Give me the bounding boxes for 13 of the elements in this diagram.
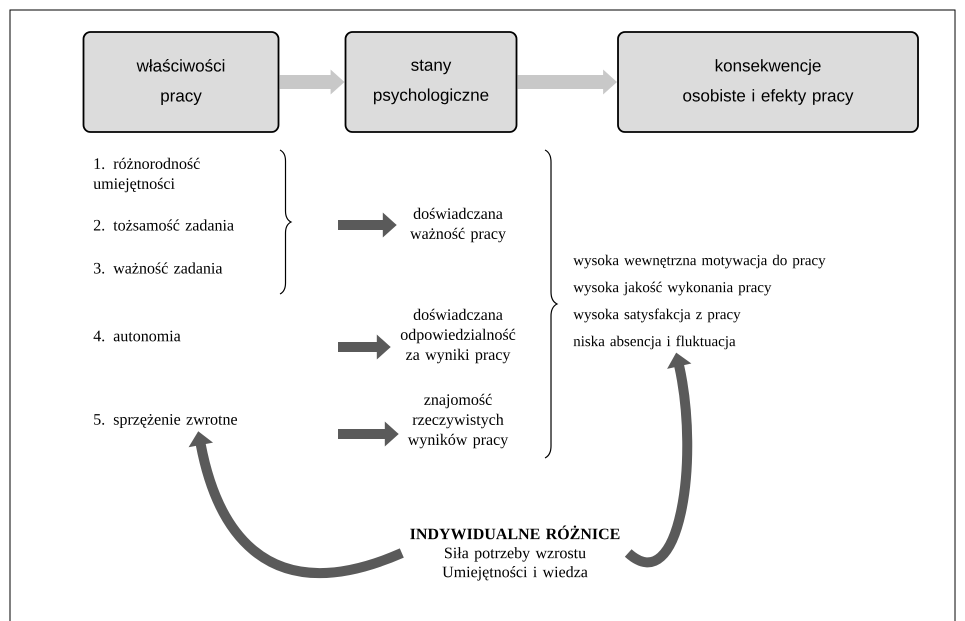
list-item: 1. różnorodność umiejętności	[93, 158, 200, 192]
process-box: stany psychologiczne	[344, 31, 518, 133]
outcome-list: wysoka wewnętrzna motywacja do pracy wysoka jakość wykonania pracy wysoka satysfakcja z pracy niska absencja i fluktuacja	[573, 254, 826, 350]
process-box: właściwości pracy	[82, 31, 280, 133]
list-item: 4. autonomia	[94, 330, 181, 342]
state-text: doświadczana odpowiedzialność za wyniki pracy	[400, 308, 516, 364]
differences-text: INDYWIDUALNE RÓŻNICE Siła potrzeby wzrostu Umiejętności i wiedza	[410, 525, 620, 581]
list-item: 2. tożsamość zadania	[94, 219, 234, 231]
list-item: 3. ważność zadania	[94, 262, 222, 274]
state-text: znajomość rzeczywistych wyników pracy	[408, 394, 508, 448]
list-item: 5. sprzężenie zwrotne	[94, 414, 238, 428]
process-box: konsekwencje osobiste i efekty pracy	[617, 31, 919, 133]
state-text: doświadczana ważność pracy	[410, 208, 506, 242]
